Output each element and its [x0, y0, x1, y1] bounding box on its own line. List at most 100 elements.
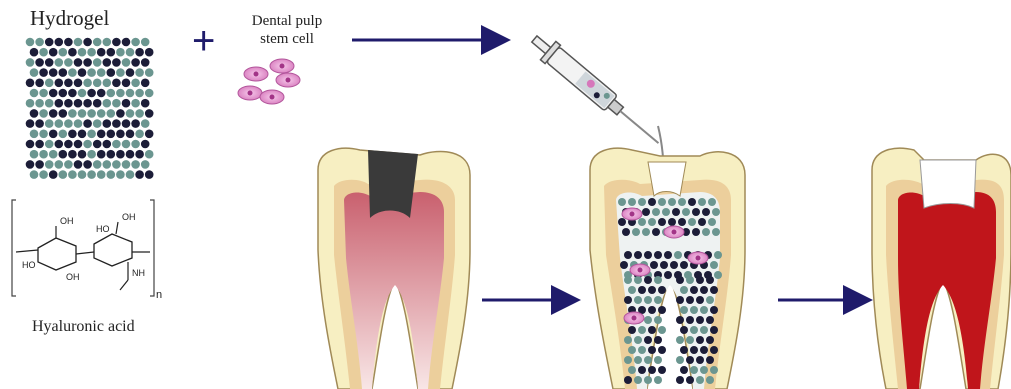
hydrogel-bead: [141, 58, 150, 67]
cell-nucleus: [638, 268, 643, 273]
hydrogel-bead: [680, 286, 688, 294]
hydrogel-bead: [696, 356, 704, 364]
hydrogel-bead: [644, 316, 652, 324]
hydrogel-bead: [107, 130, 116, 139]
hydrogel-bead: [122, 140, 131, 149]
hydrogel-bead: [97, 68, 106, 77]
hydrogel-bead: [39, 89, 48, 98]
hydrogel-bead: [68, 170, 77, 179]
hydrogel-bead: [648, 286, 656, 294]
hydrogel-bead: [97, 150, 106, 159]
hydrogel-bead: [64, 38, 73, 47]
hydrogel-bead: [55, 160, 64, 169]
hydrogel-bead: [35, 119, 44, 128]
hydrogel-bead: [39, 68, 48, 77]
hydrogel-bead: [59, 48, 68, 57]
hydrogel-bead: [654, 296, 662, 304]
hydrogel-bead: [103, 160, 112, 169]
hydrogel-bead: [642, 208, 650, 216]
hydrogel-bead: [678, 198, 686, 206]
hydrogel-bead: [145, 170, 154, 179]
hydrogel-bead: [59, 109, 68, 118]
hydrogel-bead: [122, 58, 131, 67]
hydrogel-bead: [93, 79, 102, 88]
hydrogel-bead: [97, 109, 106, 118]
hydrogel-bead: [35, 58, 44, 67]
hydrogel-bead: [644, 276, 652, 284]
hydrogel-bead: [74, 160, 83, 169]
hydrogel-bead: [141, 99, 150, 108]
hydrogel-bead: [55, 58, 64, 67]
hydrogel-bead: [55, 140, 64, 149]
hydrogel-bead: [78, 130, 87, 139]
hydrogel-bead: [650, 261, 658, 269]
hydrogel-bead: [668, 218, 676, 226]
hydrogel-bead: [145, 130, 154, 139]
hydrogel-bead: [83, 160, 92, 169]
hydrogel-bead: [686, 336, 694, 344]
hydrogel-bead: [706, 376, 714, 384]
hydrogel-bead: [702, 208, 710, 216]
hydrogel-bead: [83, 38, 92, 47]
hydrogel-bead: [45, 38, 54, 47]
hydrogel-bead: [644, 376, 652, 384]
cavity: [368, 150, 418, 218]
hydrogel-bead: [692, 228, 700, 236]
hydrogel-bead: [39, 130, 48, 139]
cell-nucleus: [630, 212, 635, 217]
hydrogel-bead: [680, 306, 688, 314]
hydrogel-bead: [78, 109, 87, 118]
hydrogel-bead: [35, 79, 44, 88]
cell-nucleus: [280, 64, 285, 69]
hydrogel-bead: [668, 198, 676, 206]
hydrogel-bead: [700, 306, 708, 314]
hydrogel-bead: [126, 109, 135, 118]
hydrogel-bead: [59, 150, 68, 159]
hydrogel-bead: [648, 366, 656, 374]
hydrogel-bead: [674, 251, 682, 259]
hydrogel-bead: [131, 99, 140, 108]
hydrogel-bead: [26, 58, 35, 67]
hydrogel-bead: [135, 109, 144, 118]
hydrogel-bead: [103, 119, 112, 128]
hydrogel-bead: [78, 170, 87, 179]
hydrogel-bead: [59, 89, 68, 98]
hydrogel-bead: [83, 140, 92, 149]
hydrogel-bead: [686, 356, 694, 364]
hydrogel-bead: [634, 296, 642, 304]
hydrogel-bead: [706, 336, 714, 344]
hydrogel-bead: [710, 346, 718, 354]
hydrogel-bead: [710, 286, 718, 294]
hydrogel-bead: [135, 68, 144, 77]
hydrogel-bead: [83, 58, 92, 67]
hydrogel-bead: [676, 316, 684, 324]
hydrogel-bead: [696, 276, 704, 284]
syringe: [527, 30, 667, 153]
hydrogel-bead: [708, 198, 716, 206]
hydrogel-bead: [83, 79, 92, 88]
hydrogel-bead: [26, 119, 35, 128]
hydrogel-bead: [712, 228, 720, 236]
hydrogel-bead: [103, 99, 112, 108]
hydrogel-bead: [648, 346, 656, 354]
hydrogel-bead: [632, 228, 640, 236]
hydrogel-bead: [122, 99, 131, 108]
hydrogel-bead: [45, 160, 54, 169]
hydrogel-bead: [696, 376, 704, 384]
hydrogel-bead: [692, 208, 700, 216]
hydrogel-bead: [30, 150, 39, 159]
hydrogel-bead: [87, 68, 96, 77]
hydrogel-bead: [97, 130, 106, 139]
hydrogel-bead: [638, 326, 646, 334]
hydrogel-bead: [78, 48, 87, 57]
hydrogel-bead: [135, 130, 144, 139]
hydrogel-bead: [624, 251, 632, 259]
hydrogel-bead: [59, 170, 68, 179]
hydrogel-bead: [652, 228, 660, 236]
hydrogel-bead: [700, 366, 708, 374]
hydrogel-bead: [141, 79, 150, 88]
hydrogel-bead: [107, 170, 116, 179]
hydrogel-bead: [39, 170, 48, 179]
label-oh-2: OH: [122, 212, 136, 222]
hydrogel-bead: [145, 150, 154, 159]
